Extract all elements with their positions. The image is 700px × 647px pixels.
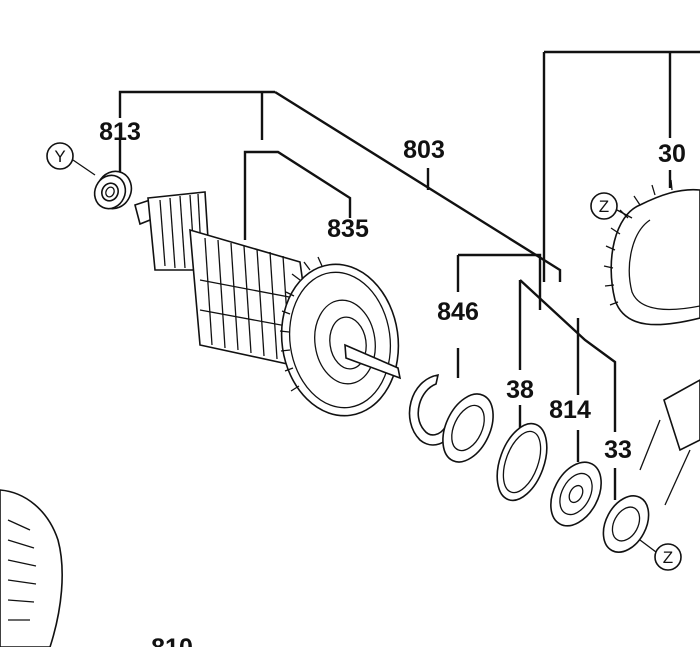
marker-z-top-label: Z (599, 197, 609, 216)
label-33: 33 (604, 436, 632, 464)
label-803: 803 (403, 136, 445, 164)
marker-z-bottom-label: Z (663, 548, 673, 567)
marker-y: Y (46, 142, 96, 176)
label-813: 813 (99, 118, 141, 146)
label-814: 814 (549, 396, 591, 424)
bearing-33 (602, 495, 650, 553)
circlip-846 (408, 373, 494, 463)
label-30: 30 (658, 140, 686, 168)
marker-z-top: Z (590, 192, 633, 220)
marker-y-label: Y (54, 147, 65, 166)
bearing-813 (93, 170, 133, 210)
spindle-part (639, 379, 700, 506)
bearing-814 (550, 461, 602, 527)
marker-z-bottom: Z (639, 539, 682, 571)
part-labels: 813 803 835 846 38 814 33 30 810 (99, 118, 686, 647)
gear-30 (603, 179, 700, 326)
label-38: 38 (506, 376, 534, 404)
armature-assembly (134, 191, 402, 417)
ring-38 (496, 422, 548, 502)
label-810: 810 (151, 634, 193, 647)
motor-housing-810 (0, 489, 63, 647)
label-835: 835 (327, 215, 369, 243)
label-846: 846 (437, 298, 479, 326)
callout-lines (118, 50, 700, 500)
